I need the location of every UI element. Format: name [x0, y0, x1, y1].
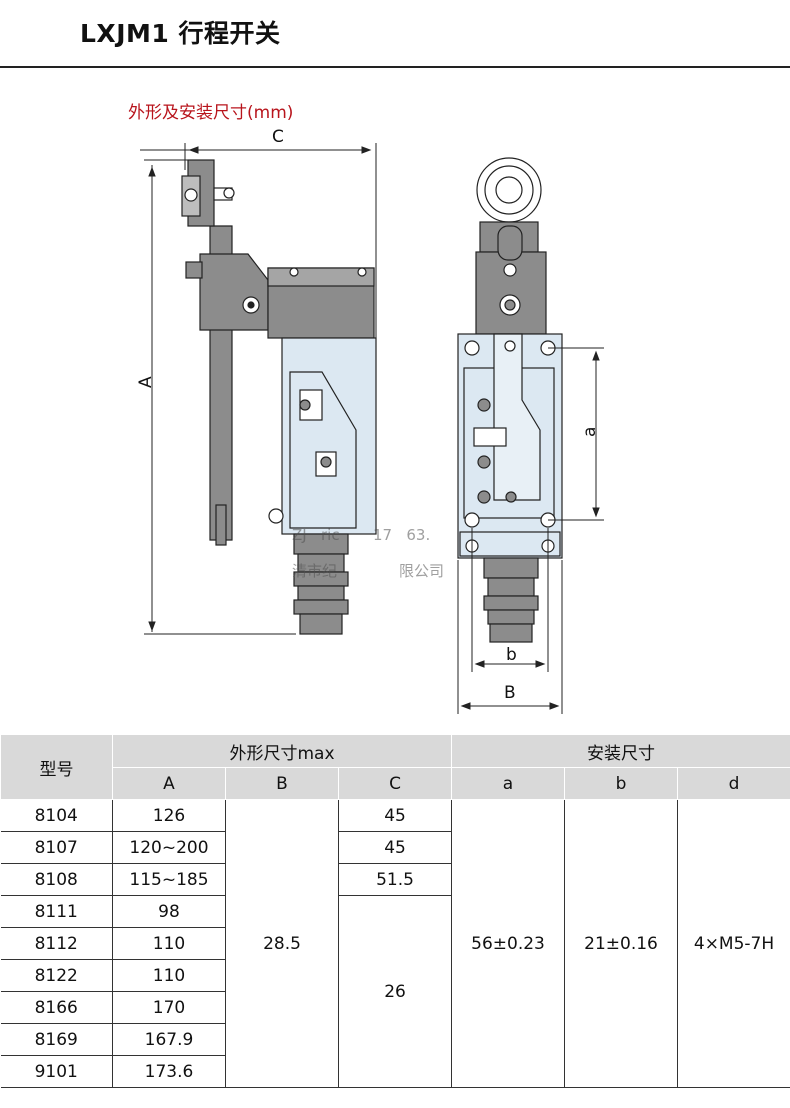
- dim-label-B: B: [504, 683, 516, 703]
- dim-label-a: a: [580, 427, 600, 437]
- A-cell: 98: [112, 895, 226, 928]
- A-cell: 110: [112, 959, 226, 992]
- table-row: 8169 167.9: [0, 1023, 790, 1056]
- model-cell: 8166: [0, 991, 113, 1024]
- drawing-subtitle: 外形及安装尺寸(mm): [128, 103, 294, 123]
- dim-label-A: A: [136, 376, 156, 388]
- table-row: 8111 98 26: [0, 895, 790, 1088]
- A-cell: 126: [112, 799, 226, 832]
- A-cell: 110: [112, 927, 226, 960]
- A-cell: 170: [112, 991, 226, 1024]
- subheader-A: A: [112, 767, 226, 800]
- a-cell-merged: 56±0.23: [451, 799, 566, 1088]
- subheader-d: d: [677, 767, 790, 800]
- dimension-A: [144, 159, 296, 635]
- dimension-C: [140, 143, 377, 345]
- side-view: [181, 159, 377, 635]
- dim-label-C: C: [272, 127, 284, 147]
- table-row: 9101 173.6: [0, 1055, 790, 1088]
- A-cell: 120~200: [112, 831, 226, 864]
- b-cell-merged: 21±0.16: [564, 799, 679, 1088]
- model-cell: 8107: [0, 831, 113, 864]
- C-cell: 45: [337, 831, 453, 864]
- table-row: 8122 110: [0, 959, 790, 992]
- C-cell-merged: 26: [337, 895, 453, 1088]
- model-cell: 8112: [0, 927, 113, 960]
- A-cell: 173.6: [112, 1055, 226, 1088]
- page-title: LXJM1 行程开关: [80, 19, 281, 48]
- spec-table: 型号 外形尺寸max 安装尺寸 A B C a b d 8104 126 28.…: [0, 734, 790, 1088]
- front-view: [457, 157, 563, 643]
- C-cell: 45: [337, 799, 453, 832]
- dimension-a: [548, 347, 604, 521]
- C-cell: 51.5: [337, 863, 453, 896]
- watermark-line-2: 清市纪 限公司: [292, 562, 444, 580]
- subheader-C: C: [337, 767, 453, 800]
- dimension-b: [471, 528, 549, 672]
- front-cable-gland: [483, 557, 539, 579]
- table-row: 8108 115~185 51.5: [0, 863, 790, 896]
- dimension-drawing: C A: [136, 127, 604, 714]
- watermark-line-1: ZJ ric 17 63.: [292, 526, 431, 544]
- header-outer-dims: 外形尺寸max: [111, 734, 453, 768]
- model-cell: 8104: [0, 799, 113, 832]
- dimension-B: [457, 560, 563, 714]
- subheader-a: a: [451, 767, 566, 800]
- lever-hub: [199, 253, 269, 331]
- title-divider: [0, 66, 790, 68]
- model-cell: 9101: [0, 1055, 113, 1088]
- dim-label-b: b: [506, 645, 517, 665]
- model-cell: 8111: [0, 895, 113, 928]
- B-cell-merged: 28.5: [225, 799, 339, 1088]
- subheader-B: B: [225, 767, 339, 800]
- table-row: 8112 110: [0, 927, 790, 960]
- A-cell: 115~185: [112, 863, 226, 896]
- header-model: 型号: [0, 734, 113, 800]
- subheader-b: b: [564, 767, 679, 800]
- table-row: 8107 120~200 45: [0, 831, 790, 864]
- model-cell: 8122: [0, 959, 113, 992]
- model-cell: 8169: [0, 1023, 113, 1056]
- header-install-dims: 安装尺寸: [451, 734, 790, 768]
- table-row: 8104 126 28.5 45 56±0.23 21±0.16 4×M5-7H: [0, 799, 790, 1088]
- model-cell: 8108: [0, 863, 113, 896]
- A-cell: 167.9: [112, 1023, 226, 1056]
- d-cell-merged: 4×M5-7H: [677, 799, 790, 1088]
